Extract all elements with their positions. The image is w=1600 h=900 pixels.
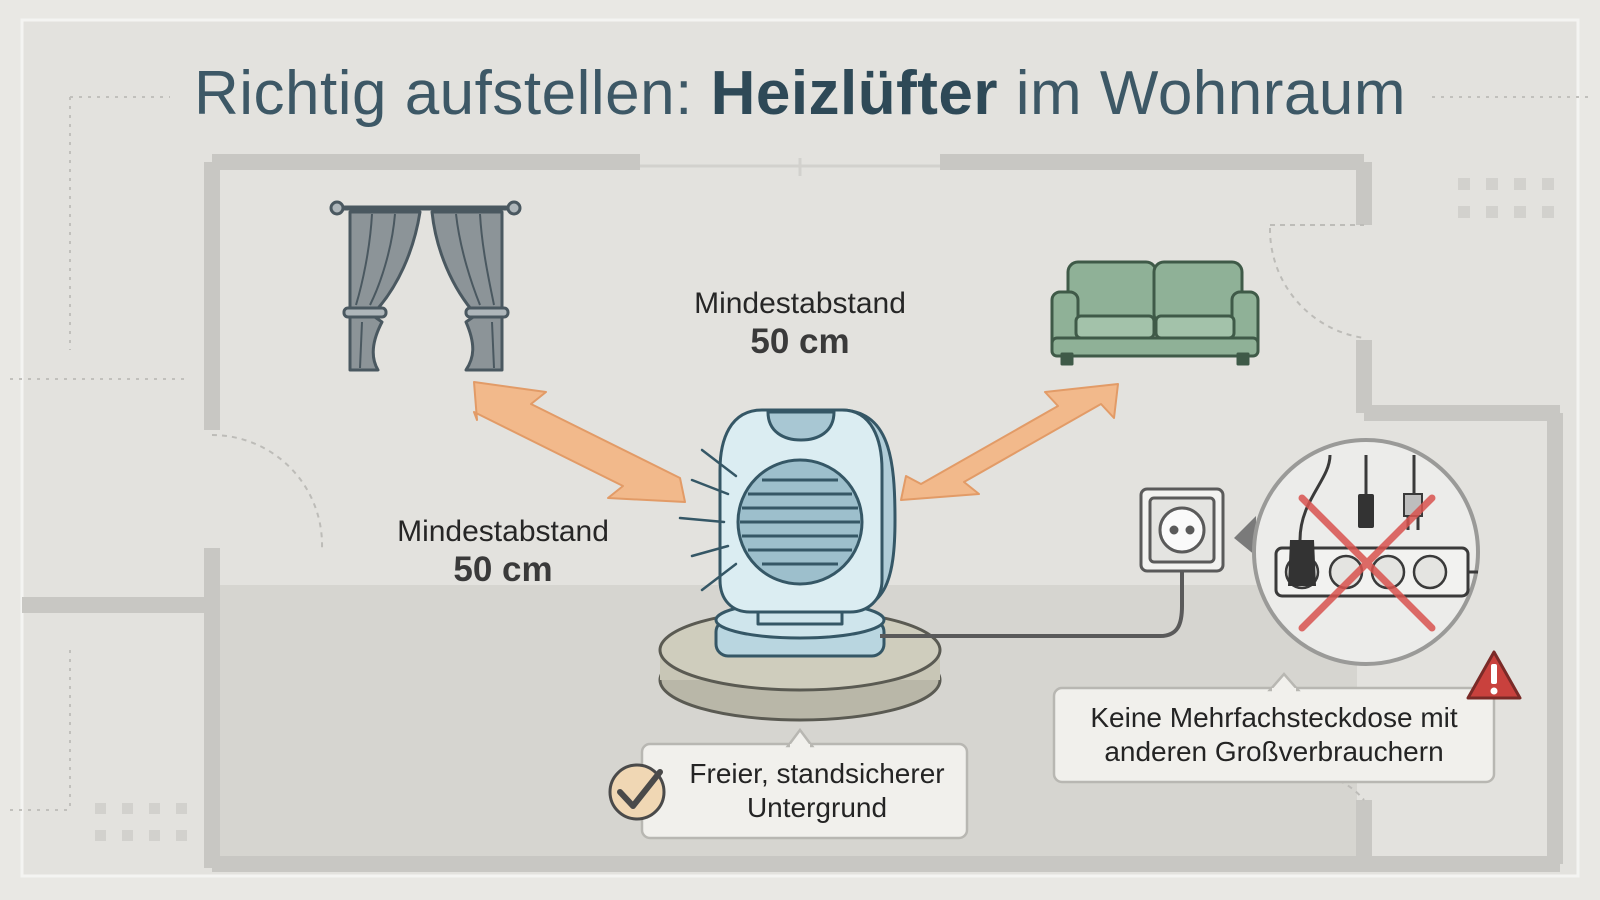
distance-arrows xyxy=(473,381,1119,503)
decor-squares-top-right xyxy=(1458,178,1554,218)
wall-socket-icon xyxy=(1139,487,1225,573)
floor-note-text: Freier, standsicherer Untergrund xyxy=(672,757,962,825)
fan-heater-icon xyxy=(678,408,897,658)
distance-label-top: Mindestabstand 50 cm xyxy=(650,286,950,360)
title-part-3: im Wohnraum xyxy=(998,59,1407,128)
power-strip-icon xyxy=(1234,438,1480,666)
decor-squares-bottom-left xyxy=(95,803,187,841)
floor-note-line-1: Freier, standsicherer xyxy=(689,758,945,789)
check-icon xyxy=(608,763,666,821)
title-emphasis: Heizlüfter xyxy=(710,59,999,128)
distance-top-text: Mindestabstand xyxy=(694,287,906,320)
room-walls xyxy=(22,154,1563,872)
distance-left-text: Mindestabstand xyxy=(397,515,609,548)
plug-warning-line-2: anderen Großverbrauchern xyxy=(1104,736,1444,767)
arrow-right-double xyxy=(900,383,1119,501)
plug-warning-line-1: Keine Mehrfachsteckdose mit xyxy=(1090,702,1458,733)
title-part-1: Richtig aufstellen: xyxy=(193,59,711,128)
distance-top-value: 50 cm xyxy=(750,322,850,361)
plug-warning-text: Keine Mehrfachsteckdose mit anderen Groß… xyxy=(1054,701,1494,769)
arrow-left-double xyxy=(473,381,686,503)
distance-left-value: 50 cm xyxy=(453,550,553,589)
dotted-guides xyxy=(10,96,1590,811)
distance-label-left: Mindestabstand 50 cm xyxy=(353,514,653,588)
page-title: Richtig aufstellen: Heizlüfter im Wohnra… xyxy=(0,58,1600,129)
sofa-icon xyxy=(1050,260,1260,366)
plug-warning-box xyxy=(1052,672,1496,784)
floor-note-box xyxy=(640,727,969,840)
floor-note-line-2: Untergrund xyxy=(746,792,888,823)
warning-icon xyxy=(1466,650,1522,700)
curtain-icon xyxy=(329,200,522,372)
power-cable xyxy=(880,540,1184,638)
